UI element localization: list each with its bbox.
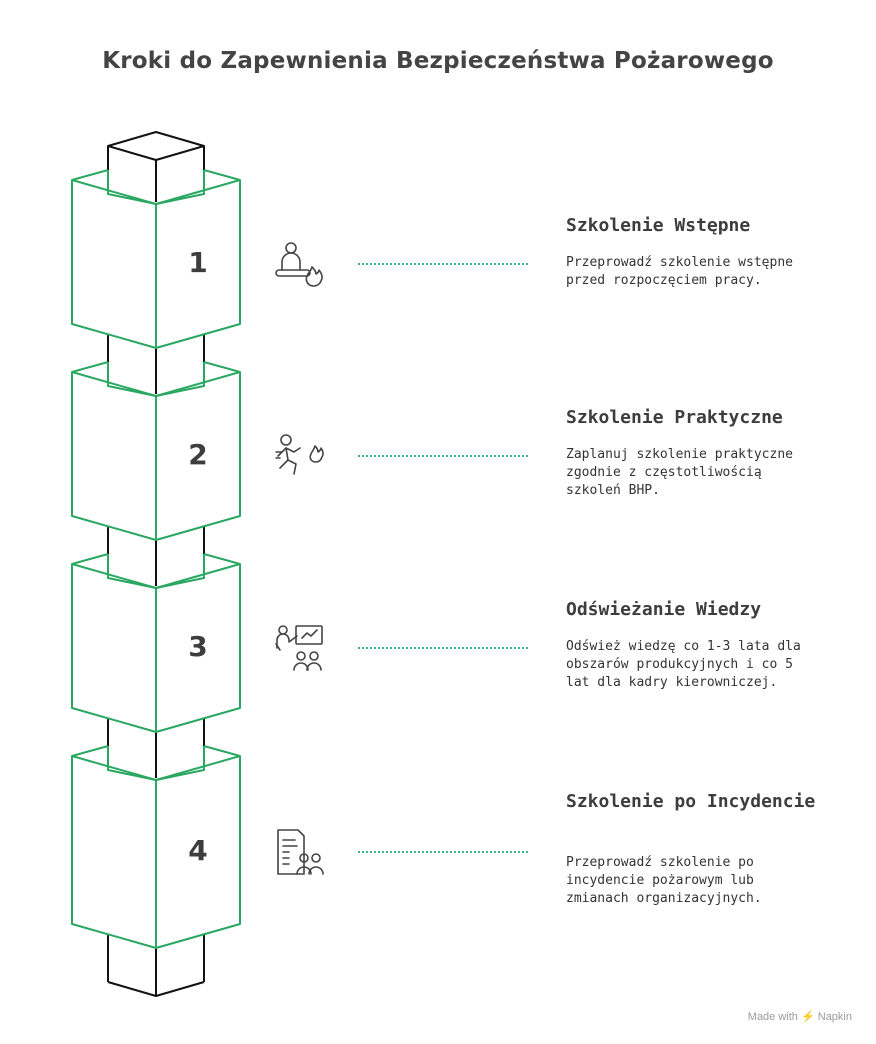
dotted-connector-3 <box>358 647 528 649</box>
dotted-connector-1 <box>358 263 528 265</box>
cube-1 <box>71 169 241 349</box>
connector-top <box>107 131 205 202</box>
step-heading-3: Odświeżanie Wiedzy <box>566 599 762 620</box>
presentation-group-icon <box>275 625 323 671</box>
cube-2 <box>71 361 241 541</box>
dotted-connector-4 <box>358 851 528 853</box>
made-with-label: Made with <box>747 1011 798 1023</box>
step-heading-1: Szkolenie Wstępne <box>566 215 751 236</box>
step-number-4: 4 <box>188 834 207 867</box>
step-description-4: Przeprowadź szkolenie po incydencie poża… <box>566 855 762 906</box>
dotted-connector-2 <box>358 455 528 457</box>
step-description-2: Zaplanuj szkolenie praktyczne zgodnie z … <box>566 447 793 498</box>
cube-4 <box>71 745 241 949</box>
step-number-2: 2 <box>188 438 207 471</box>
step-description-1: Przeprowadź szkolenie wstępne przed rozp… <box>566 255 793 288</box>
napkin-logo-icon: ⚡ <box>800 1011 815 1023</box>
step-heading-4: Szkolenie po Incydencie <box>566 791 816 812</box>
person-escaping-fire-icon <box>275 434 324 475</box>
document-group-icon <box>277 829 324 875</box>
napkin-brand: Napkin <box>817 1011 852 1023</box>
cube-3 <box>71 553 241 733</box>
step-heading-2: Szkolenie Praktyczne <box>566 407 783 428</box>
step-description-3: Odśwież wiedzę co 1-3 lata dla obszarów … <box>566 639 801 690</box>
trainer-fire-icon <box>275 242 323 287</box>
made-with-napkin: Made with ⚡ Napkin <box>748 1010 852 1023</box>
connector-bottom <box>107 934 205 997</box>
step-number-1: 1 <box>188 246 207 279</box>
page-title: Kroki do Zapewnienia Bezpieczeństwa Poża… <box>102 48 774 74</box>
step-number-3: 3 <box>188 630 207 663</box>
